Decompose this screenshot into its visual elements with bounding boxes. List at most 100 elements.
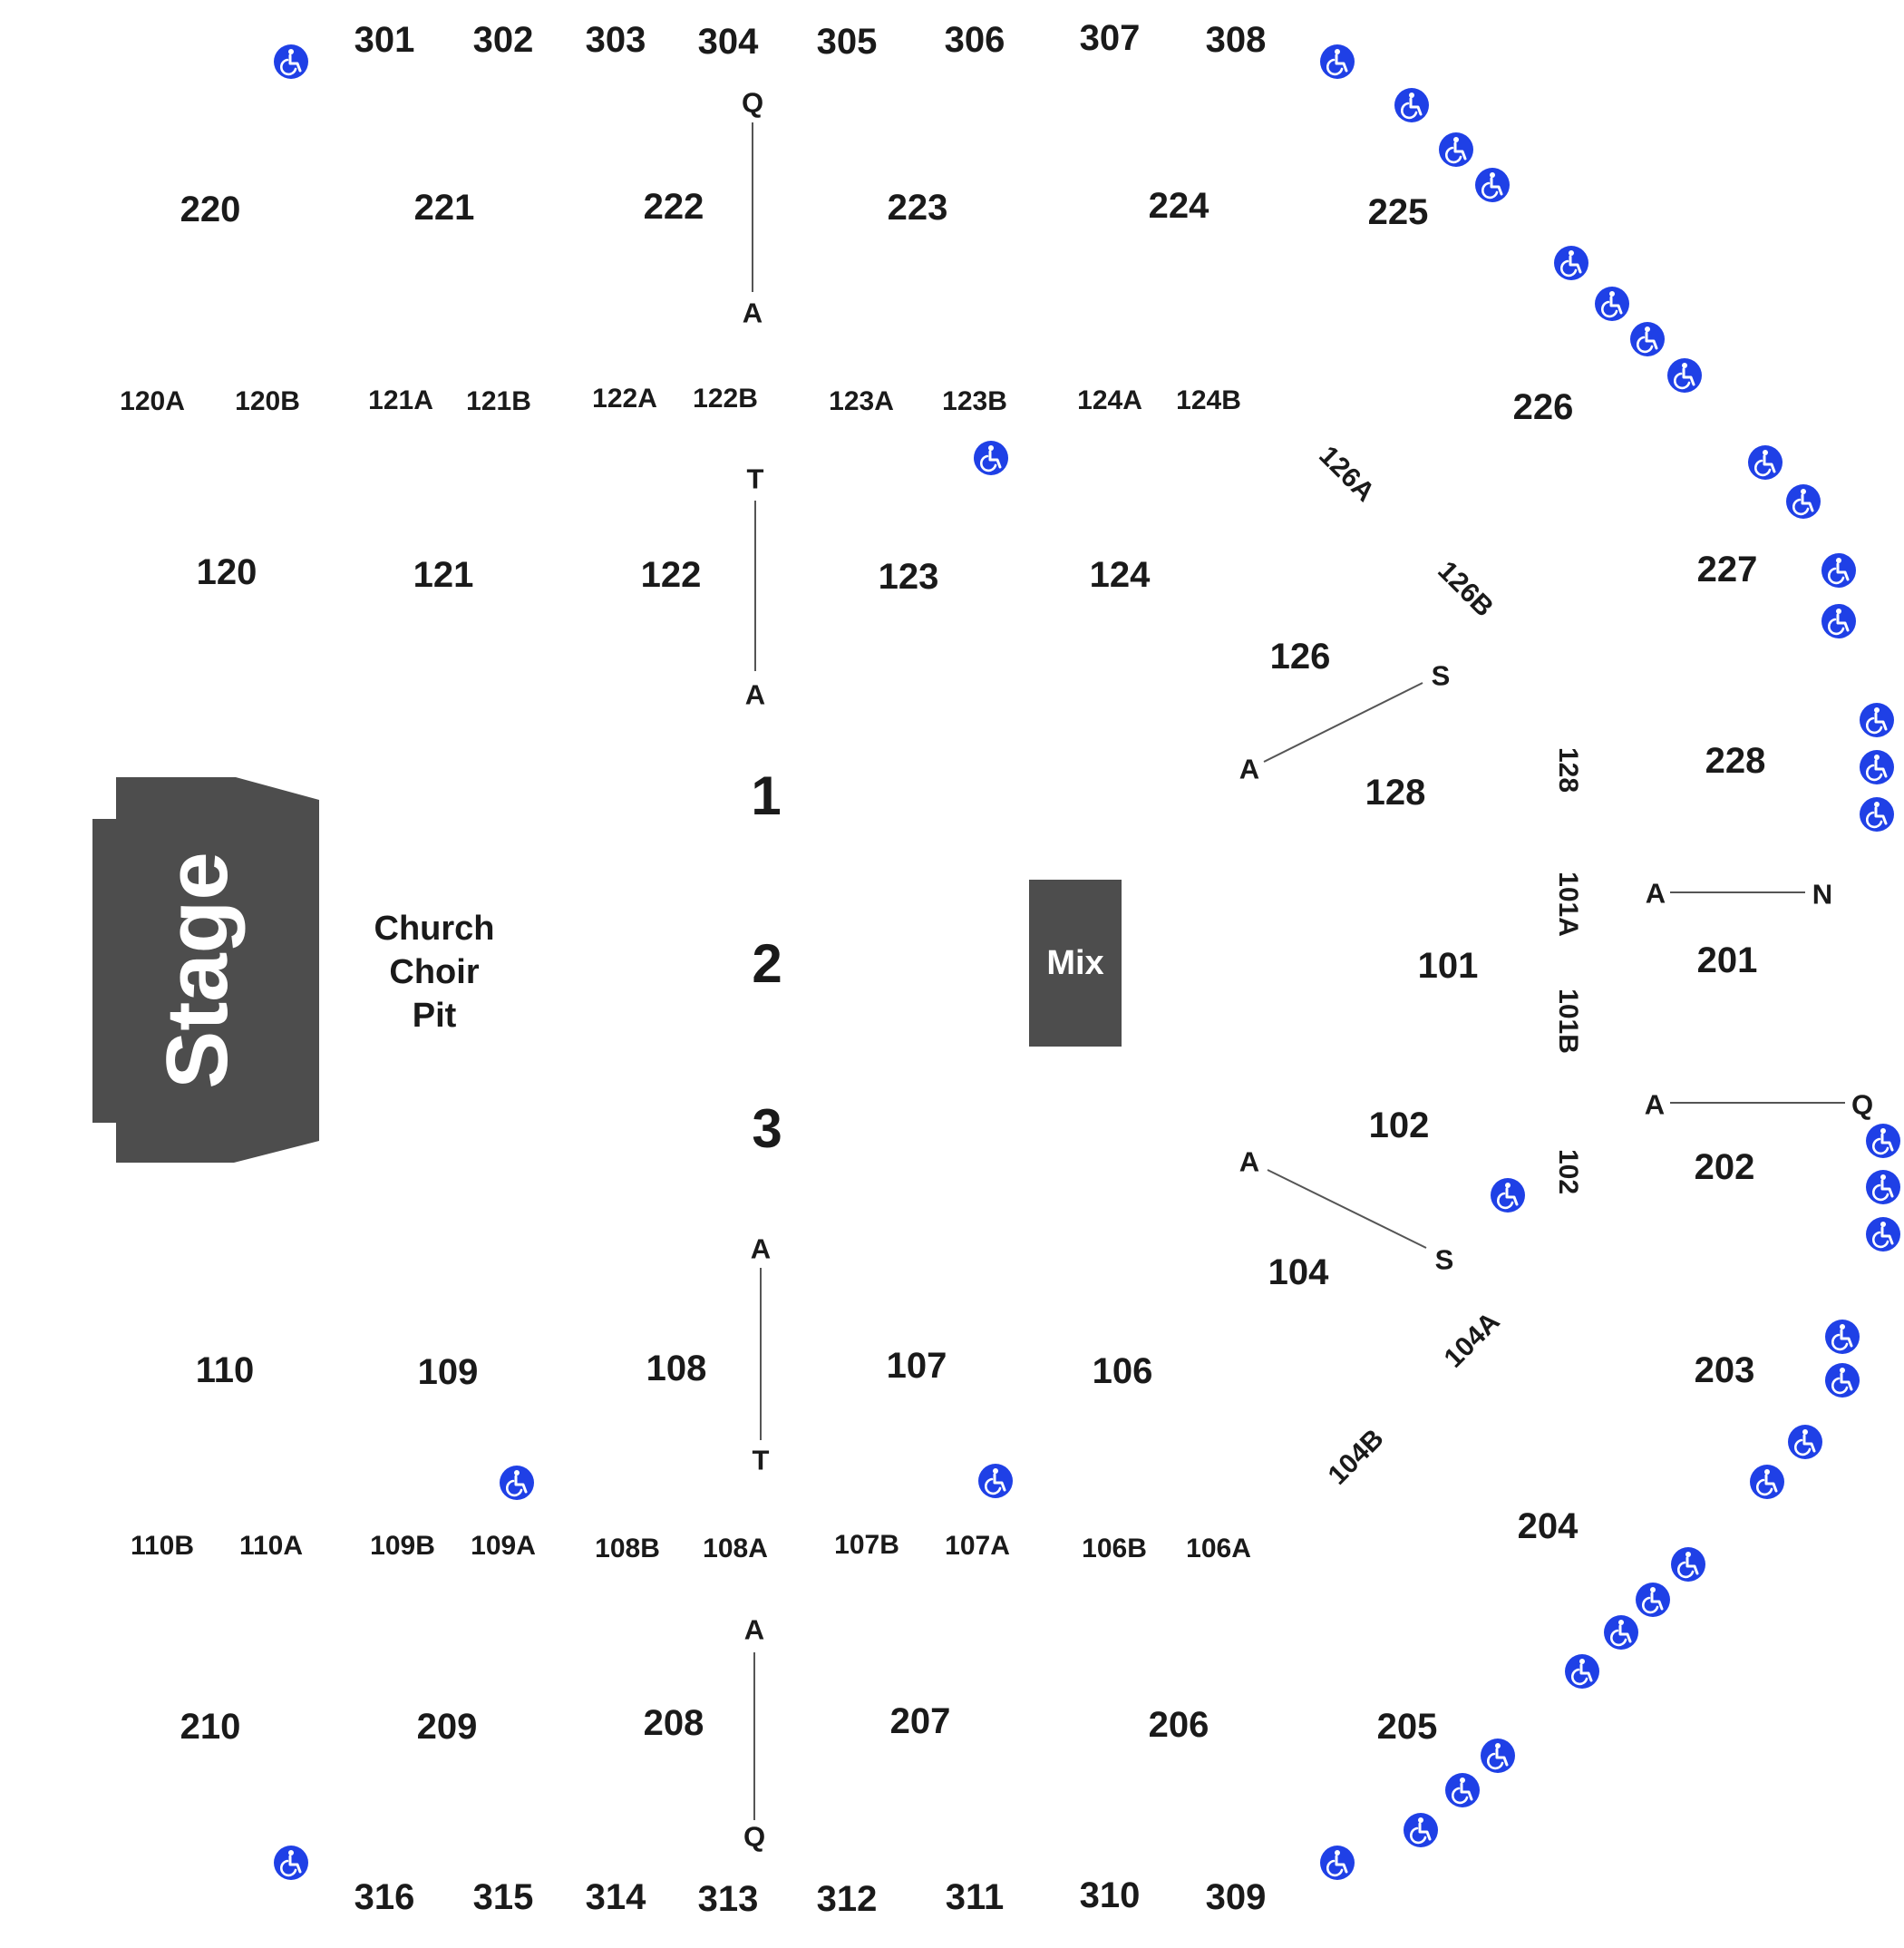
- section-label[interactable]: 122: [640, 555, 702, 595]
- mix-booth[interactable]: Mix: [1029, 880, 1122, 1047]
- section-label[interactable]: 107B: [834, 1530, 899, 1560]
- wheelchair-icon[interactable]: [1403, 1812, 1439, 1848]
- section-label[interactable]: 102: [1368, 1105, 1430, 1145]
- floor-section[interactable]: 1: [751, 765, 782, 826]
- section-label[interactable]: 206: [1148, 1705, 1209, 1745]
- section-label[interactable]: 210: [180, 1707, 241, 1747]
- wheelchair-icon[interactable]: [1629, 321, 1666, 357]
- section-label[interactable]: 128: [1553, 746, 1583, 794]
- section-label[interactable]: 222: [643, 187, 704, 227]
- wheelchair-icon[interactable]: [1749, 1464, 1785, 1500]
- section-label[interactable]: 108A: [703, 1534, 768, 1563]
- section-label[interactable]: 124B: [1176, 385, 1241, 415]
- section-label[interactable]: 109: [417, 1352, 479, 1392]
- section-label[interactable]: 305: [816, 22, 878, 62]
- floor-section[interactable]: 2: [752, 933, 782, 994]
- section-label[interactable]: 108B: [595, 1534, 660, 1563]
- section-label[interactable]: 110A: [238, 1531, 304, 1561]
- section-label[interactable]: 227: [1696, 550, 1758, 589]
- wheelchair-icon[interactable]: [1824, 1362, 1860, 1398]
- wheelchair-icon[interactable]: [1785, 483, 1821, 520]
- wheelchair-icon[interactable]: [273, 1845, 309, 1881]
- section-label[interactable]: 120B: [235, 386, 300, 416]
- section-label[interactable]: 311: [945, 1877, 1005, 1917]
- section-label[interactable]: 122B: [693, 384, 758, 414]
- section-label[interactable]: 312: [816, 1879, 878, 1919]
- section-label[interactable]: 120: [196, 552, 257, 592]
- section-label[interactable]: 124A: [1077, 385, 1142, 415]
- wheelchair-icon[interactable]: [1865, 1216, 1901, 1252]
- section-label[interactable]: 101A: [1553, 872, 1583, 937]
- wheelchair-icon[interactable]: [1474, 167, 1511, 203]
- section-label[interactable]: 304: [697, 22, 759, 62]
- wheelchair-icon[interactable]: [1603, 1614, 1639, 1651]
- section-label[interactable]: 121A: [368, 385, 433, 415]
- section-label[interactable]: 109A: [471, 1531, 536, 1561]
- wheelchair-icon[interactable]: [1859, 749, 1895, 785]
- section-label[interactable]: 110B: [130, 1531, 195, 1561]
- section-label[interactable]: 106B: [1082, 1534, 1147, 1563]
- wheelchair-icon[interactable]: [1865, 1123, 1901, 1159]
- section-label[interactable]: 228: [1705, 741, 1766, 781]
- section-label[interactable]: 121B: [466, 386, 531, 416]
- wheelchair-icon[interactable]: [1438, 131, 1474, 168]
- section-label[interactable]: 201: [1696, 940, 1758, 980]
- section-label[interactable]: 220: [180, 190, 241, 229]
- wheelchair-icon[interactable]: [499, 1465, 535, 1501]
- section-label[interactable]: 123B: [942, 386, 1007, 416]
- section-label[interactable]: 128: [1365, 773, 1426, 813]
- section-label[interactable]: 207: [889, 1701, 951, 1741]
- wheelchair-icon[interactable]: [1670, 1546, 1706, 1583]
- wheelchair-icon[interactable]: [1821, 603, 1857, 639]
- section-label[interactable]: 224: [1148, 186, 1209, 226]
- section-label[interactable]: 202: [1694, 1147, 1755, 1187]
- wheelchair-icon[interactable]: [1859, 796, 1895, 833]
- section-label[interactable]: 107A: [945, 1531, 1010, 1561]
- wheelchair-icon[interactable]: [1490, 1177, 1526, 1213]
- wheelchair-icon[interactable]: [1824, 1319, 1860, 1355]
- section-label[interactable]: 307: [1079, 18, 1141, 58]
- section-label[interactable]: 225: [1367, 192, 1429, 232]
- section-label[interactable]: 203: [1694, 1350, 1755, 1390]
- section-label[interactable]: 107: [886, 1346, 947, 1386]
- section-label[interactable]: 101B: [1553, 989, 1583, 1054]
- section-label[interactable]: 123: [878, 557, 939, 597]
- section-label[interactable]: 209: [416, 1707, 478, 1747]
- section-label[interactable]: 122A: [592, 384, 657, 414]
- section-label[interactable]: 226: [1512, 387, 1574, 427]
- section-label[interactable]: 314: [585, 1877, 646, 1917]
- section-label[interactable]: 120A: [120, 386, 185, 416]
- wheelchair-icon[interactable]: [977, 1463, 1014, 1499]
- section-label[interactable]: 126: [1269, 637, 1331, 677]
- section-label[interactable]: 205: [1376, 1707, 1438, 1747]
- wheelchair-icon[interactable]: [1319, 1845, 1355, 1881]
- wheelchair-icon[interactable]: [1553, 245, 1589, 281]
- wheelchair-icon[interactable]: [1635, 1582, 1671, 1618]
- section-label[interactable]: 106A: [1186, 1534, 1251, 1563]
- section-label[interactable]: 204: [1517, 1506, 1579, 1546]
- wheelchair-icon[interactable]: [1666, 357, 1703, 394]
- section-label[interactable]: 124: [1089, 555, 1151, 595]
- section-label[interactable]: 301: [354, 20, 415, 60]
- section-label[interactable]: 316: [354, 1877, 415, 1917]
- section-label[interactable]: 221: [413, 188, 475, 228]
- section-label[interactable]: 315: [472, 1877, 534, 1917]
- section-label[interactable]: 310: [1079, 1875, 1141, 1915]
- floor-section[interactable]: 3: [752, 1098, 782, 1159]
- wheelchair-icon[interactable]: [1594, 286, 1630, 322]
- section-label[interactable]: 109B: [370, 1531, 435, 1561]
- section-label[interactable]: 106: [1092, 1351, 1153, 1391]
- wheelchair-icon[interactable]: [1394, 87, 1430, 123]
- section-label[interactable]: 302: [472, 20, 534, 60]
- wheelchair-icon[interactable]: [1821, 552, 1857, 589]
- wheelchair-icon[interactable]: [1480, 1738, 1516, 1774]
- section-label[interactable]: 208: [643, 1703, 704, 1743]
- section-label[interactable]: 313: [697, 1879, 759, 1919]
- wheelchair-icon[interactable]: [1319, 44, 1355, 80]
- section-label[interactable]: 308: [1205, 20, 1267, 60]
- wheelchair-icon[interactable]: [1787, 1424, 1823, 1460]
- wheelchair-icon[interactable]: [1444, 1772, 1481, 1808]
- section-label[interactable]: 306: [944, 20, 1005, 60]
- section-label[interactable]: 108: [646, 1349, 707, 1388]
- wheelchair-icon[interactable]: [1859, 702, 1895, 738]
